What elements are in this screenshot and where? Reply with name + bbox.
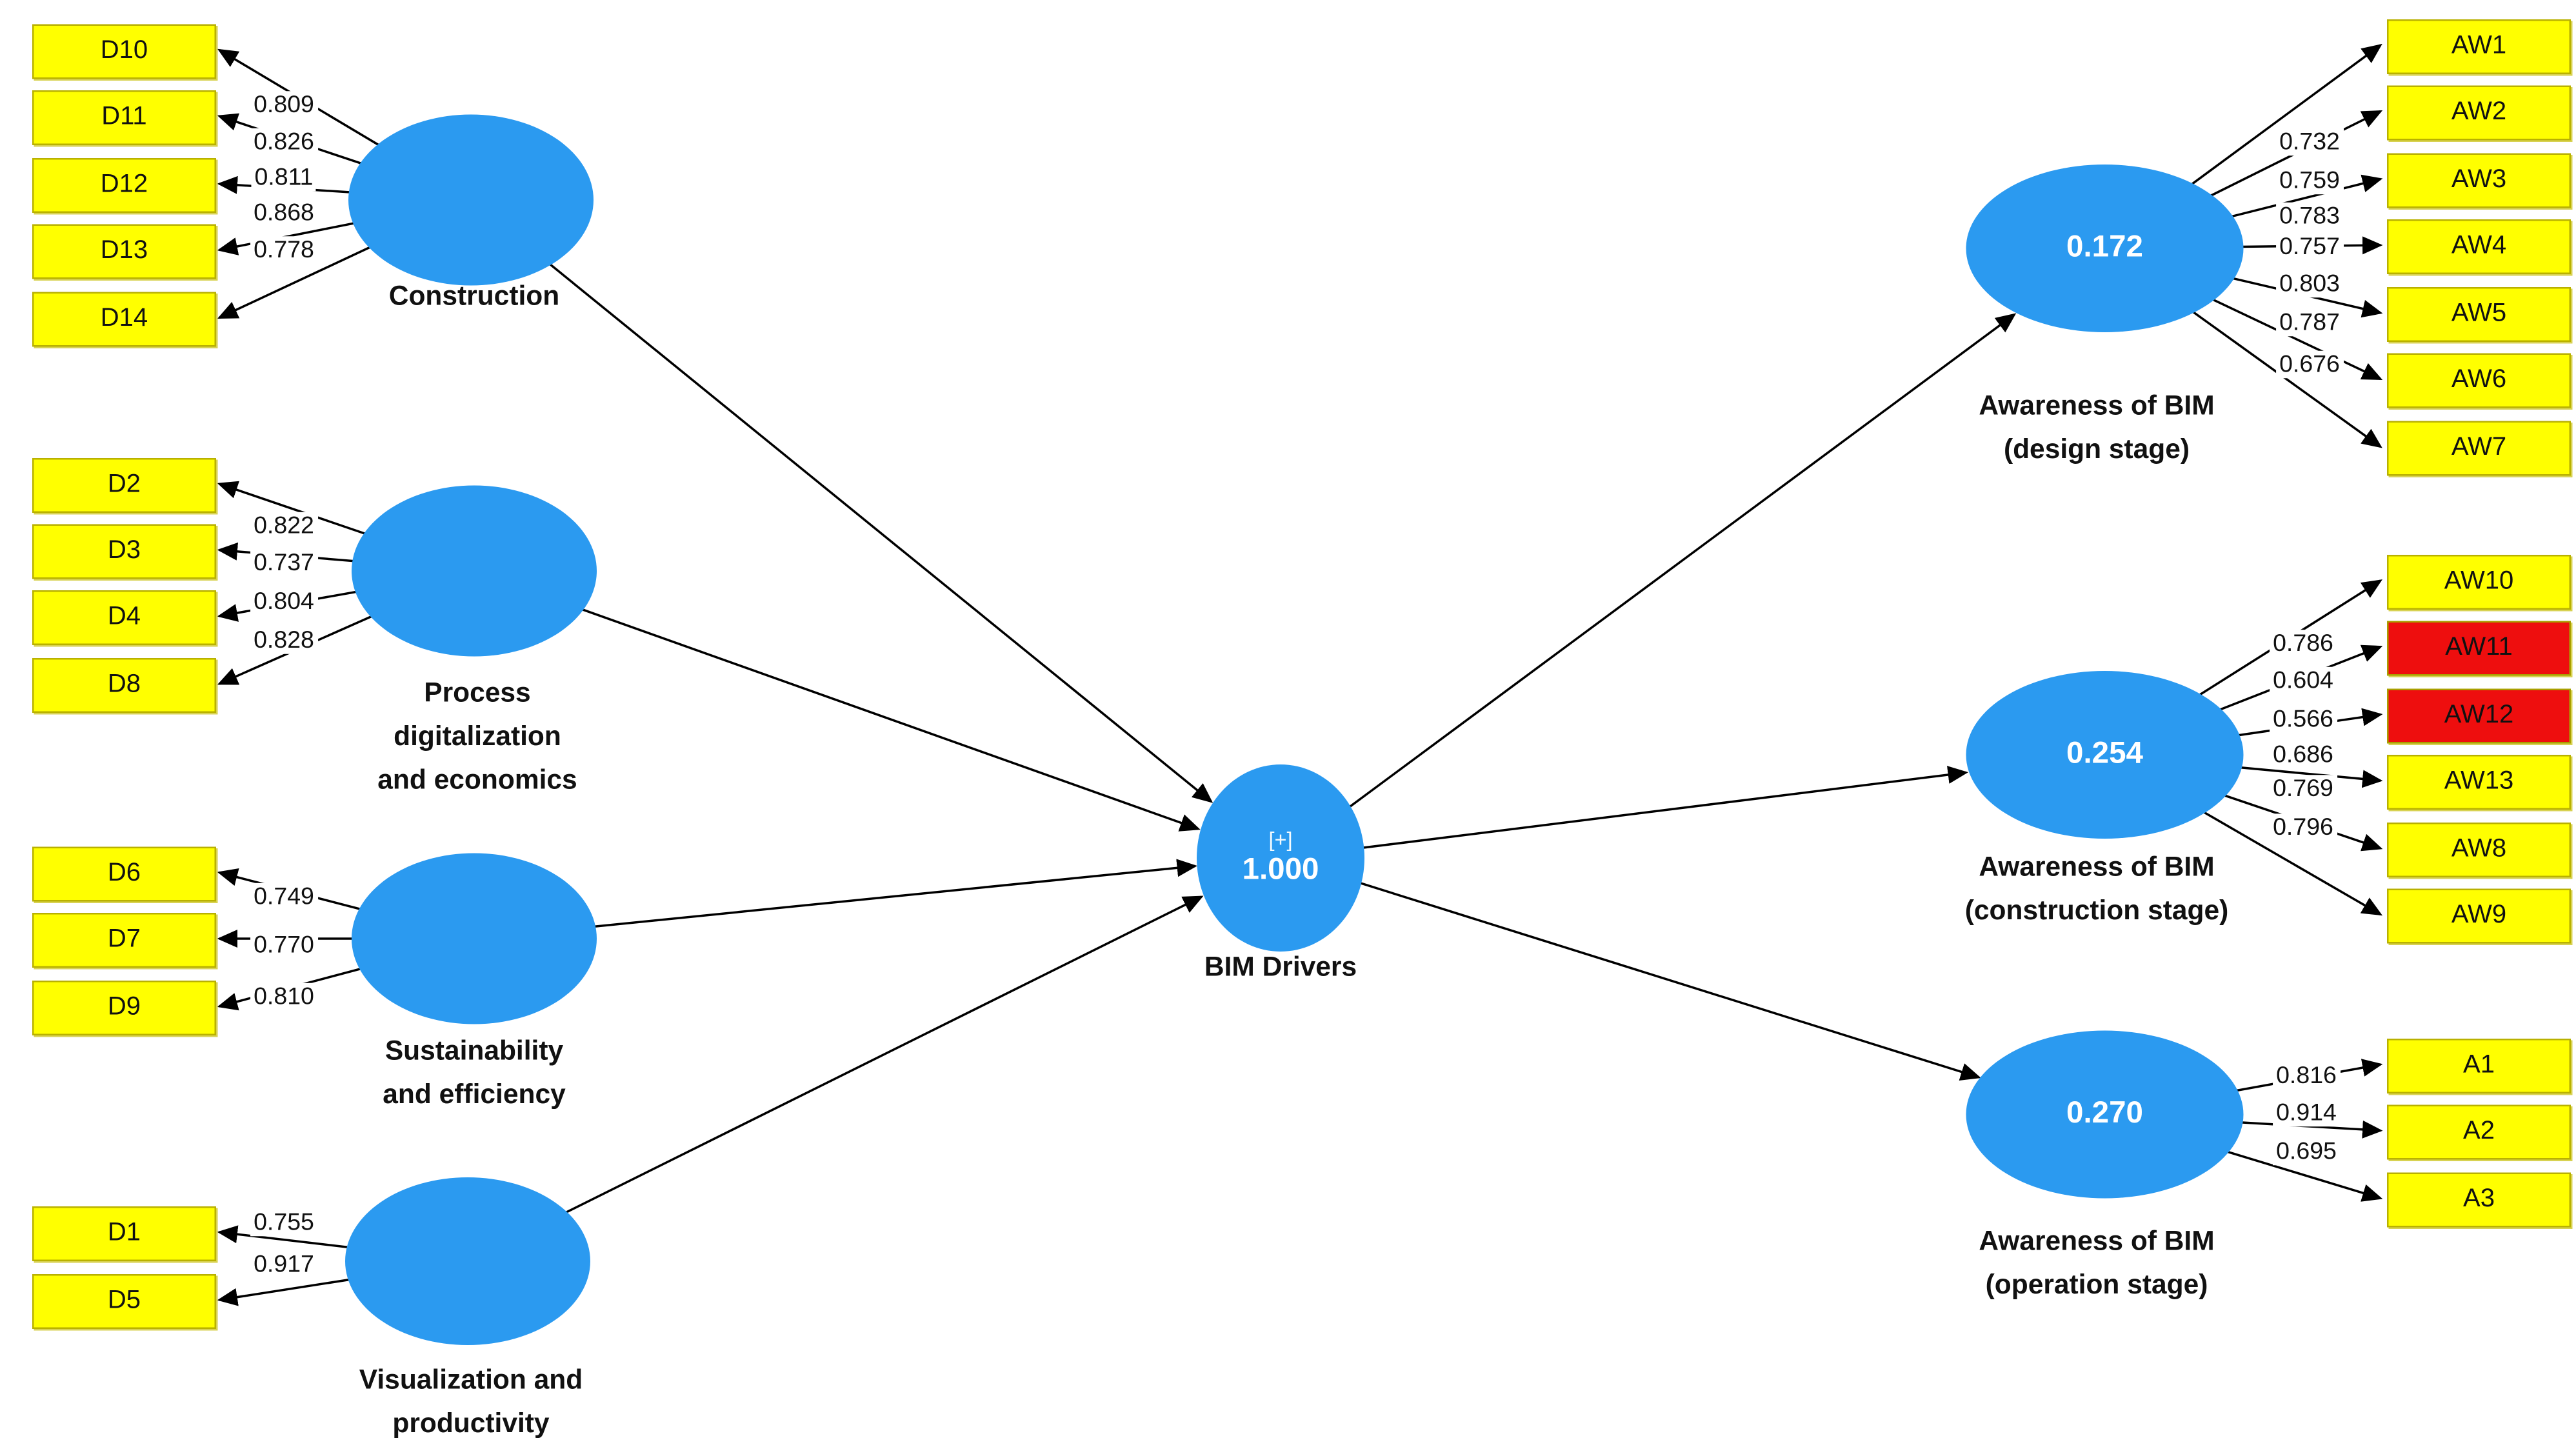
loading-aw5: 0.803 (2276, 270, 2343, 298)
indicator-AW1[interactable]: AW1 (2387, 19, 2571, 74)
loading-aw8: 0.769 (2270, 775, 2337, 803)
latent-awareness-operation[interactable]: 0.270 (1966, 1030, 2244, 1199)
indicator-AW7[interactable]: AW7 (2387, 421, 2571, 476)
loading-d8: 0.828 (250, 626, 317, 654)
loading-aw3: 0.783 (2276, 202, 2343, 230)
loading-a2: 0.914 (2273, 1099, 2340, 1127)
indicator-AW4[interactable]: AW4 (2387, 219, 2571, 274)
indicator-A3[interactable]: A3 (2387, 1172, 2571, 1228)
loading-aw9: 0.796 (2270, 813, 2337, 841)
loading-aw4: 0.757 (2276, 233, 2343, 261)
indicator-A2[interactable]: A2 (2387, 1104, 2571, 1160)
label-awareness-construction: Awareness of BIM (construction stage) (1964, 852, 2229, 926)
latent-sustainability[interactable] (352, 853, 597, 1024)
loading-d12: 0.811 (251, 163, 317, 192)
indicator-D11[interactable]: D11 (32, 90, 216, 145)
loading-d5: 0.917 (250, 1250, 317, 1279)
indicator-AW12[interactable]: AW12 (2387, 688, 2571, 744)
label-visualization: Visualization and productivity (359, 1364, 583, 1439)
path-bim-to-design (1279, 313, 2017, 859)
loading-a1: 0.816 (2273, 1062, 2340, 1090)
path-construction-to-bim (470, 199, 1213, 803)
path-bim-to-construction-stage (1280, 766, 1968, 859)
indicator-D2[interactable]: D2 (32, 458, 216, 513)
path-process-to-bim (474, 570, 1201, 832)
indicator-AW2[interactable]: AW2 (2387, 85, 2571, 141)
indicator-AW6[interactable]: AW6 (2387, 353, 2571, 408)
operation-r2-value: 0.270 (2066, 1097, 2143, 1131)
indicator-A1[interactable]: A1 (2387, 1039, 2571, 1093)
loading-aw12: 0.566 (2270, 705, 2337, 733)
path-bim-to-operation (1280, 857, 1981, 1081)
latent-visualization[interactable] (345, 1177, 590, 1345)
latent-awareness-construction[interactable]: 0.254 (1966, 671, 2244, 839)
loading-d6: 0.749 (250, 883, 317, 911)
label-awareness-operation: Awareness of BIM (operation stage) (1979, 1226, 2215, 1300)
indicator-AW11[interactable]: AW11 (2387, 621, 2571, 676)
indicator-D5[interactable]: D5 (32, 1274, 216, 1329)
indicator-AW3[interactable]: AW3 (2387, 153, 2571, 208)
loading-a3: 0.695 (2273, 1137, 2340, 1166)
indicator-AW5[interactable]: AW5 (2387, 287, 2571, 342)
collapse-indicator-icon[interactable]: [+] (1268, 827, 1293, 852)
indicator-D9[interactable]: D9 (32, 981, 216, 1035)
loading-d9: 0.810 (250, 983, 317, 1011)
loading-d1: 0.755 (250, 1208, 317, 1237)
loading-aw7: 0.676 (2276, 350, 2343, 379)
indicator-D13[interactable]: D13 (32, 224, 216, 279)
loading-aw6: 0.787 (2276, 308, 2343, 337)
loading-aw1: 0.732 (2276, 128, 2343, 156)
loading-d3: 0.737 (250, 549, 317, 577)
indicator-D3[interactable]: D3 (32, 524, 216, 579)
loading-d13: 0.868 (250, 199, 317, 227)
indicator-D14[interactable]: D14 (32, 292, 216, 347)
construction-r2-value: 0.254 (2066, 737, 2143, 772)
latent-awareness-design[interactable]: 0.172 (1966, 165, 2244, 332)
loading-d10: 0.809 (250, 91, 317, 119)
loading-d2: 0.822 (250, 512, 317, 540)
loading-aw13: 0.686 (2270, 741, 2337, 769)
loading-d7: 0.770 (250, 931, 317, 959)
indicator-D1[interactable]: D1 (32, 1206, 216, 1261)
indicator-D10[interactable]: D10 (32, 24, 216, 79)
label-bim-drivers: BIM Drivers (1204, 952, 1357, 983)
indicator-D4[interactable]: D4 (32, 590, 216, 645)
label-sustainability: Sustainability and efficiency (383, 1035, 566, 1110)
indicator-D12[interactable]: D12 (32, 158, 216, 213)
indicator-AW13[interactable]: AW13 (2387, 755, 2571, 810)
latent-bim-drivers[interactable]: [+] 1.000 (1197, 764, 1364, 952)
loading-d11: 0.826 (250, 128, 317, 156)
loading-aw10: 0.786 (2270, 630, 2337, 657)
label-process-digitalization: Process digitalization and economics (377, 677, 577, 795)
indicator-D6[interactable]: D6 (32, 846, 216, 902)
loading-aw2: 0.759 (2276, 166, 2343, 195)
bim-drivers-weight: 1.000 (1242, 853, 1319, 888)
indicator-D7[interactable]: D7 (32, 913, 216, 968)
design-r2-value: 0.172 (2066, 230, 2143, 265)
loading-d4: 0.804 (250, 588, 317, 615)
indicator-AW9[interactable]: AW9 (2387, 888, 2571, 944)
latent-construction[interactable] (348, 114, 594, 286)
indicator-AW8[interactable]: AW8 (2387, 823, 2571, 877)
loading-aw11: 0.604 (2270, 666, 2337, 695)
label-construction: Construction (388, 281, 560, 312)
path-visualization-to-bim (467, 895, 1204, 1262)
latent-process-digitalization[interactable] (352, 485, 597, 657)
loading-d14: 0.778 (250, 236, 317, 264)
indicator-AW10[interactable]: AW10 (2387, 555, 2571, 610)
label-awareness-design: Awareness of BIM (design stage) (1979, 390, 2215, 464)
indicator-D8[interactable]: D8 (32, 658, 216, 713)
